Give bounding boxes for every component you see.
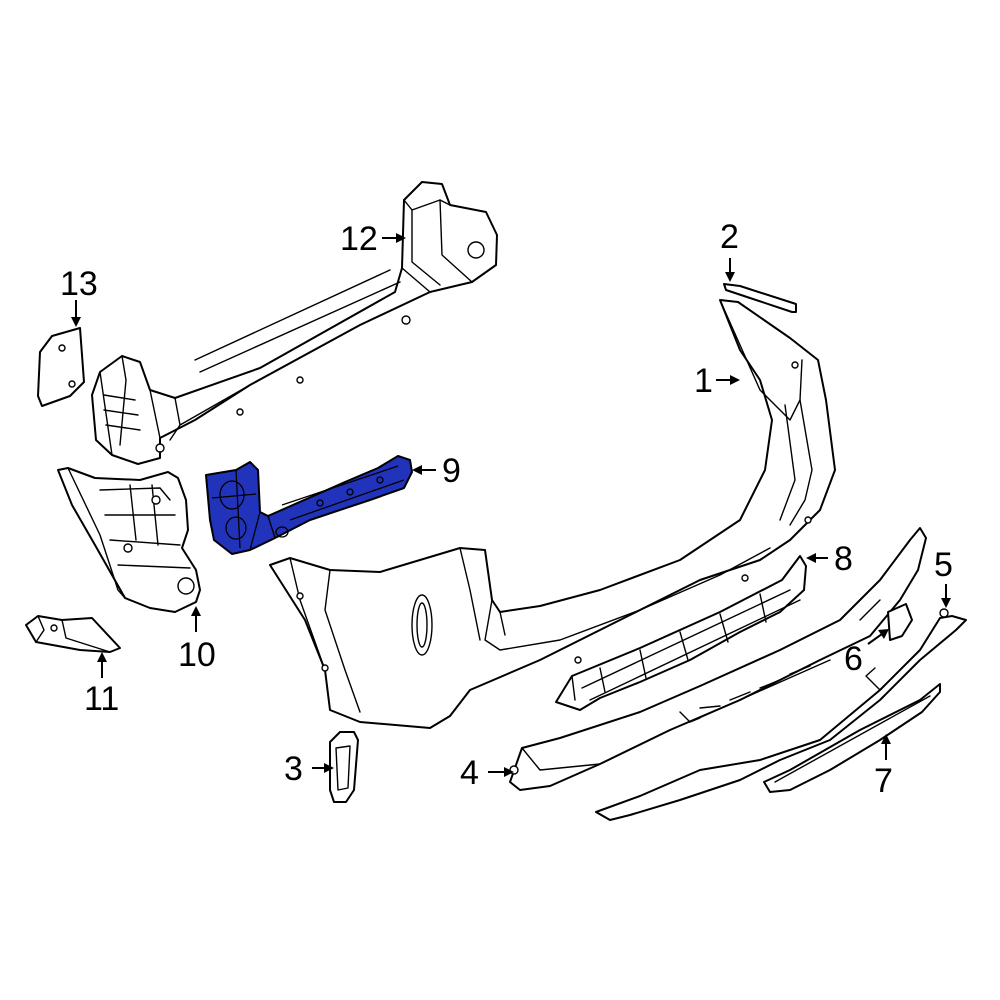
part-10-side-bracket[interactable] xyxy=(57,467,201,613)
part-6-clip[interactable] xyxy=(887,603,913,641)
part-11-small-bracket[interactable] xyxy=(25,615,121,653)
part-3-reflector[interactable] xyxy=(329,731,359,803)
callout-9: 9 xyxy=(442,452,461,490)
part-2-upper-molding[interactable] xyxy=(723,283,797,313)
part-5-trim-strip[interactable] xyxy=(595,608,967,821)
part-7-diffuser-insert[interactable] xyxy=(763,683,941,793)
part-4-lower-valance[interactable] xyxy=(509,527,927,791)
callout-5: 5 xyxy=(934,546,953,584)
part-9-bracket-highlighted[interactable] xyxy=(205,455,413,555)
callout-4: 4 xyxy=(460,754,479,792)
callout-1: 1 xyxy=(694,362,713,400)
callout-7: 7 xyxy=(874,762,893,800)
part-13-cover-plate[interactable] xyxy=(37,327,85,407)
part-8-lower-support[interactable] xyxy=(555,555,807,711)
callout-labels: 12 13 2 1 9 8 5 6 7 4 3 10 11 xyxy=(60,218,953,800)
leader-lines xyxy=(71,233,951,777)
callout-10: 10 xyxy=(178,636,216,674)
callout-6: 6 xyxy=(844,640,863,678)
part-1-bumper-cover[interactable] xyxy=(269,299,836,729)
callout-8: 8 xyxy=(834,540,853,578)
callout-12: 12 xyxy=(340,220,378,258)
callout-11: 11 xyxy=(84,680,119,718)
part-12-reinforcement-bar[interactable] xyxy=(91,181,498,465)
callout-13: 13 xyxy=(60,265,98,303)
callout-3: 3 xyxy=(284,750,303,788)
callout-2: 2 xyxy=(720,218,739,256)
